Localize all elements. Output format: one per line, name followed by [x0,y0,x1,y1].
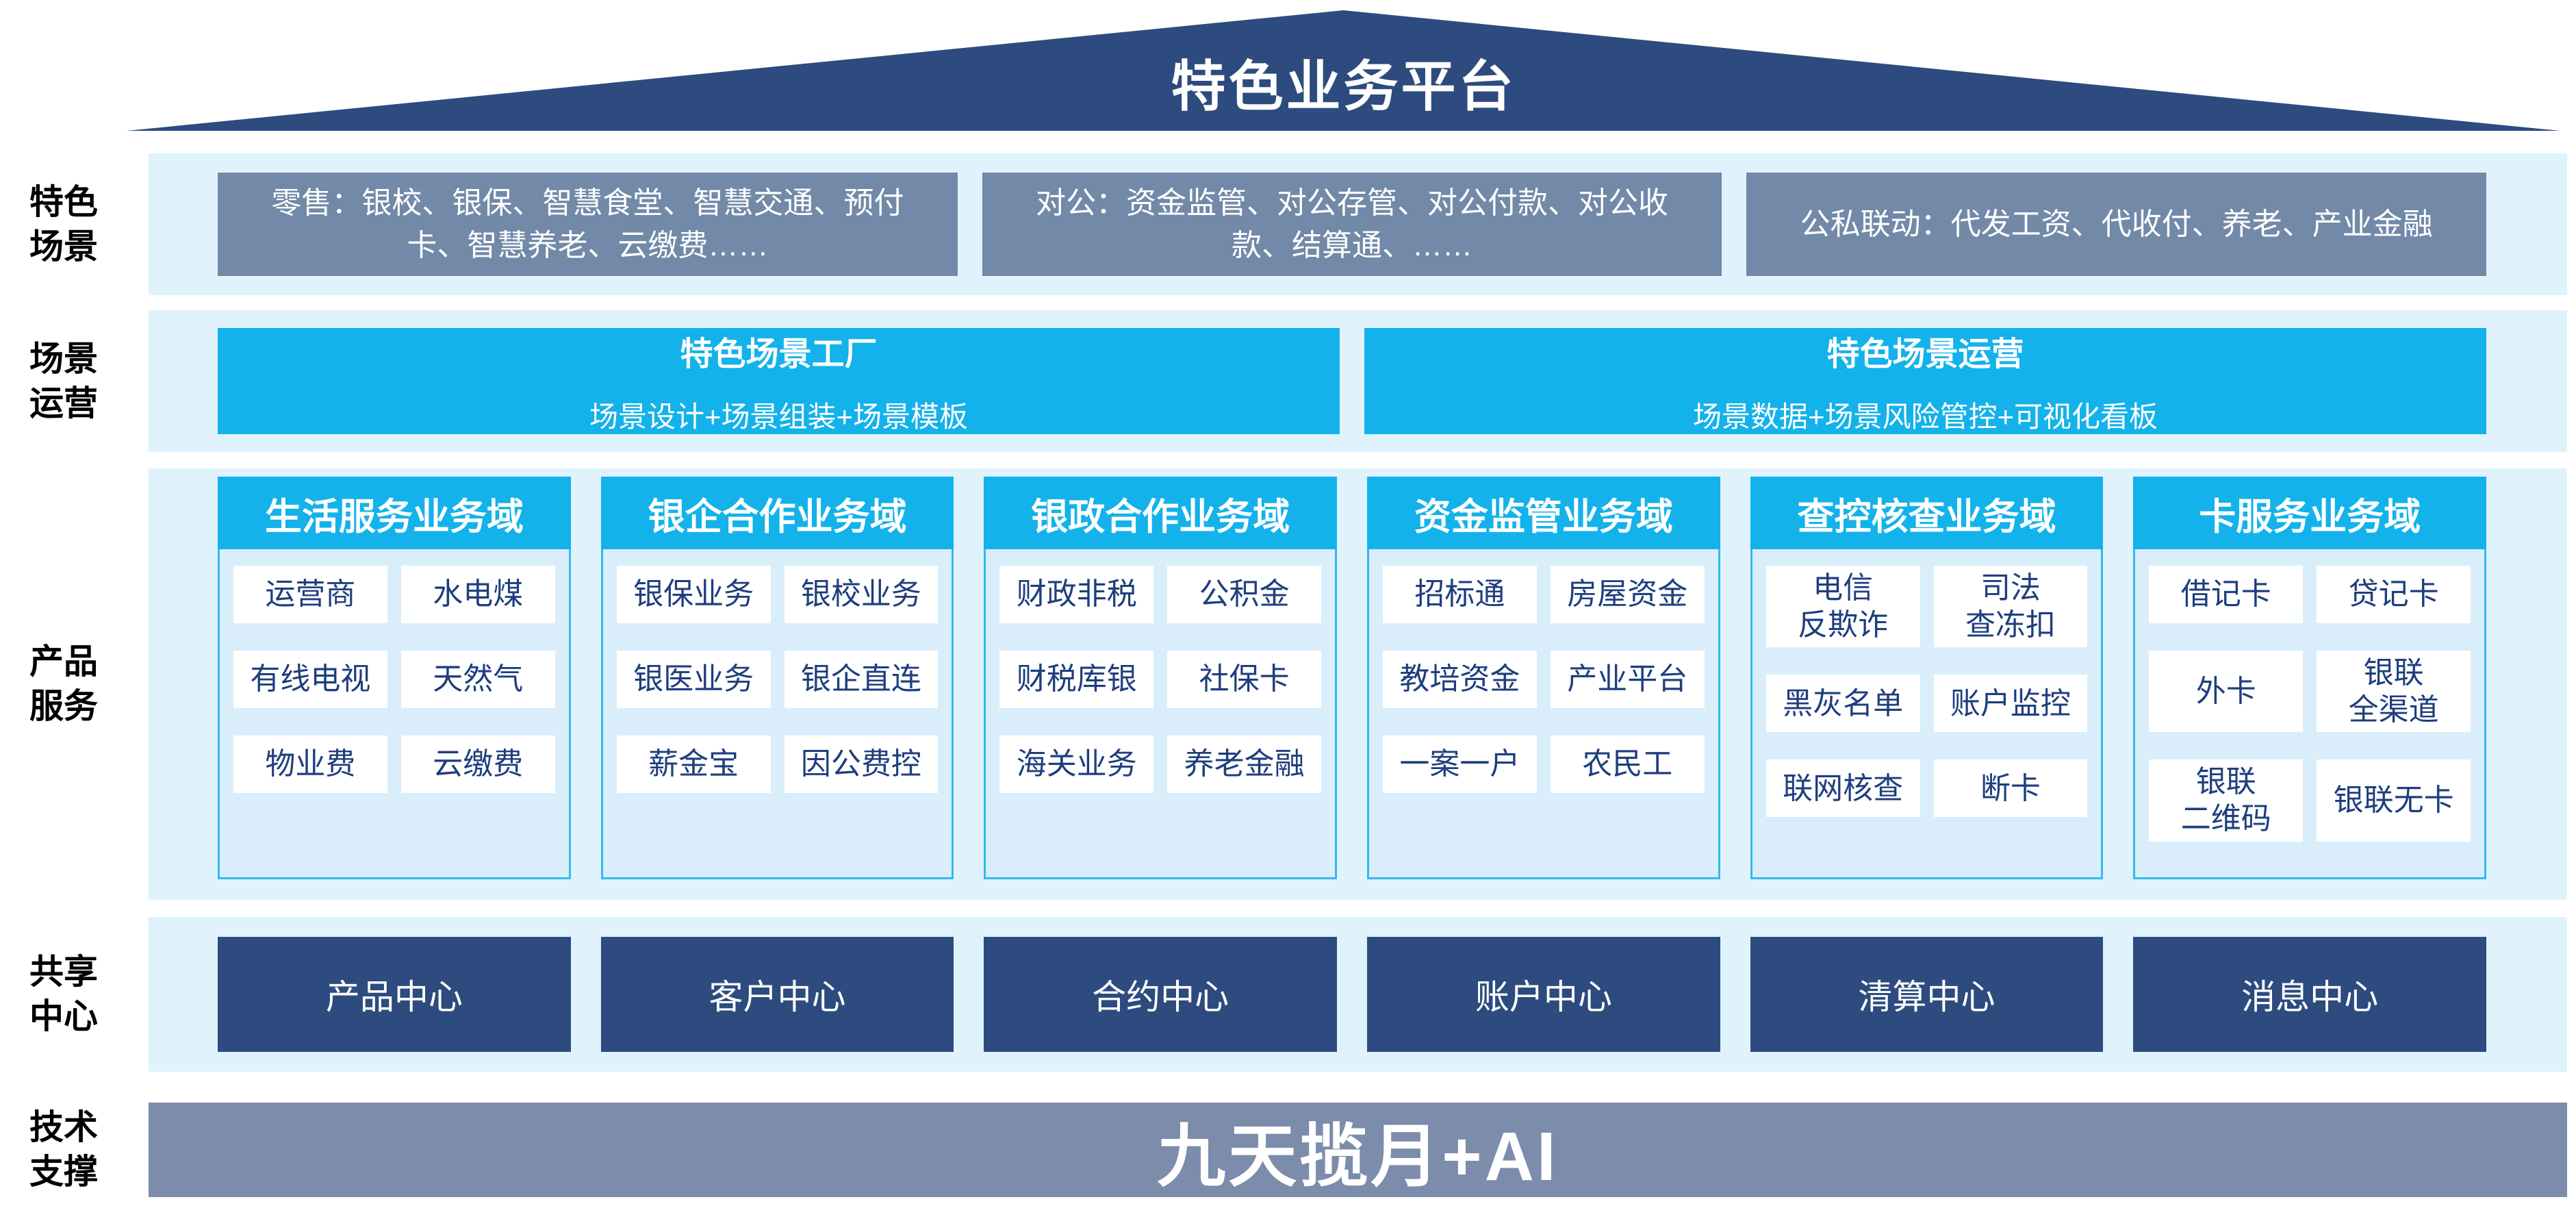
product-chip: 海关业务 [999,736,1154,793]
product-chip: 财政非税 [999,566,1154,623]
domain-body: 银保业务 银校业务 银医业务 银企直连 薪金宝 因公费控 [600,549,954,879]
product-chip: 薪金宝 [616,736,771,793]
product-chip: 贷记卡 [2317,566,2471,623]
domain-body: 招标通 房屋资金 教培资金 产业平台 一案一户 农民工 [1367,549,1720,879]
center-box-account: 账户中心 [1367,937,1720,1052]
scenario-operations-band: 特色场景工厂 场景设计+场景组装+场景模板 特色场景运营 场景数据+场景风险管控… [149,310,2567,452]
domain-column-card-services: 卡服务业务域 借记卡 贷记卡 外卡 银联 全渠道 银联 二维码 银联无卡 [2133,477,2487,879]
product-chip: 因公费控 [784,736,939,793]
product-chip: 银校业务 [784,566,939,623]
product-chip: 公积金 [1167,566,1322,623]
product-chip: 运营商 [233,566,387,623]
product-chip: 房屋资金 [1550,566,1705,623]
roof-banner: 特色业务平台 [127,10,2560,131]
domain-header: 银企合作业务域 [600,477,954,549]
domain-header: 生活服务业务域 [218,477,571,549]
scenario-operation-subtitle: 场景数据+场景风险管控+可视化看板 [1692,401,2158,433]
scenario-factory-subtitle: 场景设计+场景组装+场景模板 [589,401,969,433]
product-chip: 银联 二维码 [2149,759,2304,842]
shared-centers-band: 产品中心 客户中心 合约中心 账户中心 清算中心 消息中心 [149,917,2567,1072]
product-chip: 产业平台 [1550,651,1705,708]
product-chip: 银联 全渠道 [2317,651,2471,733]
center-box-customer: 客户中心 [600,937,954,1052]
domain-column-inquiry-control: 查控核查业务域 电信 反欺诈 司法 查冻扣 黑灰名单 账户监控 联网核查 断卡 [1750,477,2104,879]
product-chip: 断卡 [1933,759,2088,818]
domain-header: 查控核查业务域 [1750,477,2104,549]
product-chip: 社保卡 [1167,651,1322,708]
row-label-shared-centers: 共享 中心 [29,953,98,1035]
scenario-factory-title: 特色场景工厂 [680,336,878,373]
row-label-product-services: 产品 服务 [29,642,98,725]
product-chip: 水电煤 [400,566,555,623]
scenario-operation-card: 特色场景运营 场景数据+场景风险管控+可视化看板 [1364,328,2486,434]
center-box-contract: 合约中心 [984,937,1338,1052]
scenario-factory-card: 特色场景工厂 场景设计+场景组装+场景模板 [218,328,1340,434]
scenario-box-corporate: 对公：资金监管、对公存管、对公付款、对公收 款、结算通、…… [982,173,1722,276]
platform-title: 特色业务平台 [1171,56,1516,117]
product-chip: 司法 查冻扣 [1933,566,2088,648]
center-box-product: 产品中心 [218,937,571,1052]
center-box-message: 消息中心 [2133,937,2487,1052]
domain-header: 卡服务业务域 [2133,477,2487,549]
domain-header: 资金监管业务域 [1367,477,1720,549]
domain-body: 运营商 水电煤 有线电视 天然气 物业费 云缴费 [218,549,571,879]
product-chip: 银企直连 [784,651,939,708]
domain-column-life-services: 生活服务业务域 运营商 水电煤 有线电视 天然气 物业费 云缴费 [218,477,571,879]
product-chip: 养老金融 [1167,736,1322,793]
product-chip: 银联无卡 [2317,759,2471,842]
domain-column-fund-supervision: 资金监管业务域 招标通 房屋资金 教培资金 产业平台 一案一户 农民工 [1367,477,1720,879]
product-chip: 黑灰名单 [1765,675,1920,733]
row-label-tech-support: 技术 支撑 [29,1108,98,1191]
featured-scenarios-band: 零售：银校、银保、智慧食堂、智慧交通、预付 卡、智慧养老、云缴费…… 对公：资金… [149,153,2567,295]
product-chip: 物业费 [233,736,387,793]
scenario-box-retail: 零售：银校、银保、智慧食堂、智慧交通、预付 卡、智慧养老、云缴费…… [218,173,958,276]
row-label-featured-scenarios: 特色 场景 [29,182,98,266]
product-chip: 一案一户 [1383,736,1537,793]
product-services-band: 生活服务业务域 运营商 水电煤 有线电视 天然气 物业费 云缴费 银企合作业务域… [149,468,2567,900]
row-label-scenario-operations: 场景 运营 [29,339,98,423]
scenario-operation-title: 特色场景运营 [1826,336,2024,373]
product-chip: 联网核查 [1765,759,1920,818]
product-chip: 借记卡 [2149,566,2304,623]
domain-body: 电信 反欺诈 司法 查冻扣 黑灰名单 账户监控 联网核查 断卡 [1750,549,2104,879]
product-chip: 招标通 [1383,566,1537,623]
tech-support-banner: 九天揽月+AI [149,1103,2567,1197]
domain-body: 财政非税 公积金 财税库银 社保卡 海关业务 养老金融 [984,549,1338,879]
product-chip: 天然气 [400,651,555,708]
product-chip: 银保业务 [616,566,771,623]
scenario-box-public-private-linkage: 公私联动：代发工资、代收付、养老、产业金融 [1746,173,2487,276]
product-chip: 云缴费 [400,736,555,793]
product-chip: 教培资金 [1383,651,1537,708]
product-chip: 外卡 [2149,651,2304,733]
product-chip: 财税库银 [999,651,1154,708]
product-chip: 电信 反欺诈 [1765,566,1920,648]
product-chip: 银医业务 [616,651,771,708]
domain-column-bank-government: 银政合作业务域 财政非税 公积金 财税库银 社保卡 海关业务 养老金融 [984,477,1338,879]
product-chip: 账户监控 [1933,675,2088,733]
product-chip: 农民工 [1550,736,1705,793]
center-box-clearing: 清算中心 [1750,937,2104,1052]
domain-column-bank-enterprise: 银企合作业务域 银保业务 银校业务 银医业务 银企直连 薪金宝 因公费控 [600,477,954,879]
product-chip: 有线电视 [233,651,387,708]
domain-header: 银政合作业务域 [984,477,1338,549]
domain-body: 借记卡 贷记卡 外卡 银联 全渠道 银联 二维码 银联无卡 [2133,549,2487,879]
